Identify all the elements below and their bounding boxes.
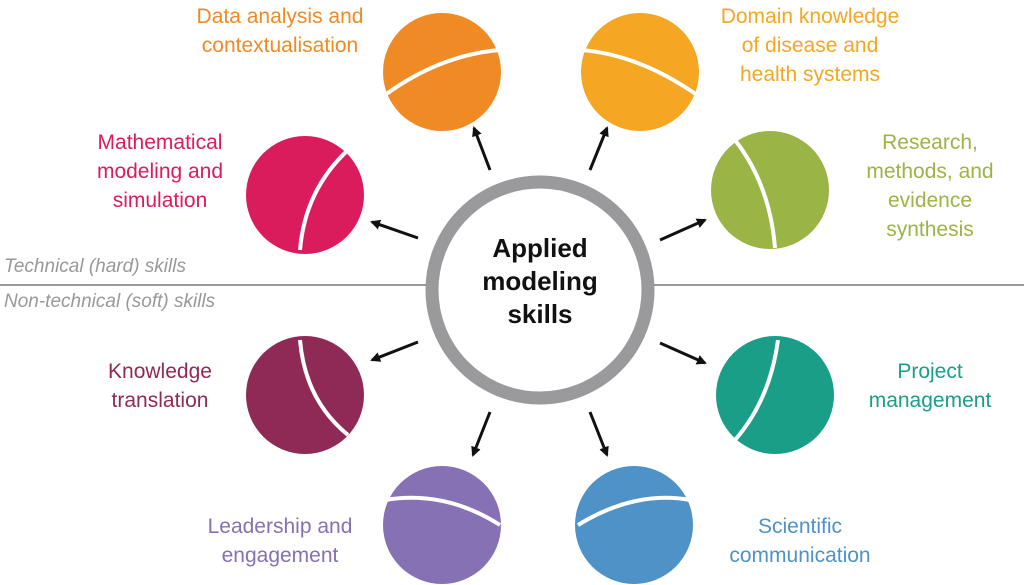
circle-divider [733, 339, 780, 442]
arrow-scientific-communication [588, 411, 609, 457]
arrow-domain-knowledge [588, 126, 609, 171]
circle-divider [384, 495, 502, 527]
technical-skills-label: Technical (hard) skills [4, 256, 186, 277]
label-line: of disease and [741, 34, 879, 57]
center-title: Applied modeling skills [440, 232, 640, 331]
label-line: Mathematical [97, 131, 223, 154]
circle-divider [733, 138, 777, 249]
center-line: Applied [492, 233, 588, 263]
arrow-research [659, 218, 707, 242]
label-line: Scientific [757, 515, 843, 538]
label-line: evidence [887, 189, 973, 212]
label-line: health systems [739, 63, 881, 86]
label-line: Leadership and [207, 515, 353, 538]
label-line: Knowledge [108, 360, 212, 383]
label-line: management [868, 389, 992, 412]
label-line: Project [897, 360, 963, 383]
label-line: Domain knowledge [720, 5, 900, 28]
center-line: skills [507, 299, 573, 329]
circle-leadership [383, 466, 501, 584]
circle-knowledge-translation [246, 336, 364, 454]
label-data-analysis: Data analysis and contextualisation [150, 2, 410, 60]
label-line: engagement [221, 544, 339, 567]
label-line: contextualisation [201, 34, 359, 57]
circle-divider [383, 48, 501, 97]
arrow-math-modeling [370, 219, 419, 240]
label-line: methods, and [866, 160, 994, 183]
label-domain-knowledge: Domain knowledge of disease and health sys… [690, 2, 930, 89]
arrow-data-analysis [472, 126, 492, 171]
label-line: synthesis [886, 218, 974, 241]
label-knowledge-translation: Knowledge translation [60, 357, 260, 415]
label-project-management: Project management [840, 357, 1020, 415]
circle-domain-knowledge [581, 13, 699, 131]
label-scientific-communication: Scientific communication [690, 512, 910, 570]
circle-divider [576, 495, 691, 527]
label-line: simulation [112, 189, 208, 212]
arrow-knowledge-translation [370, 340, 419, 362]
circle-divider [298, 339, 350, 437]
nontechnical-skills-label: Non-technical (soft) skills [4, 291, 216, 312]
center-line: modeling [482, 266, 598, 296]
circle-research [711, 131, 829, 249]
label-line: Research, [882, 131, 978, 154]
circle-divider [581, 48, 699, 97]
label-line: modeling and [96, 160, 224, 183]
label-math-modeling: Mathematical modeling and simulation [60, 128, 260, 215]
label-leadership: Leadership and engagement [170, 512, 390, 570]
label-research: Research, methods, and evidence synthesis [840, 128, 1020, 244]
circle-divider [298, 148, 350, 251]
label-line: translation [111, 389, 209, 412]
circle-scientific-communication [575, 466, 693, 584]
label-line: Data analysis and [196, 5, 364, 28]
arrow-project-management [659, 341, 707, 365]
label-line: communication [729, 544, 871, 567]
arrow-leadership [471, 411, 492, 457]
circle-data-analysis [383, 13, 501, 131]
center-ring [425, 175, 655, 405]
